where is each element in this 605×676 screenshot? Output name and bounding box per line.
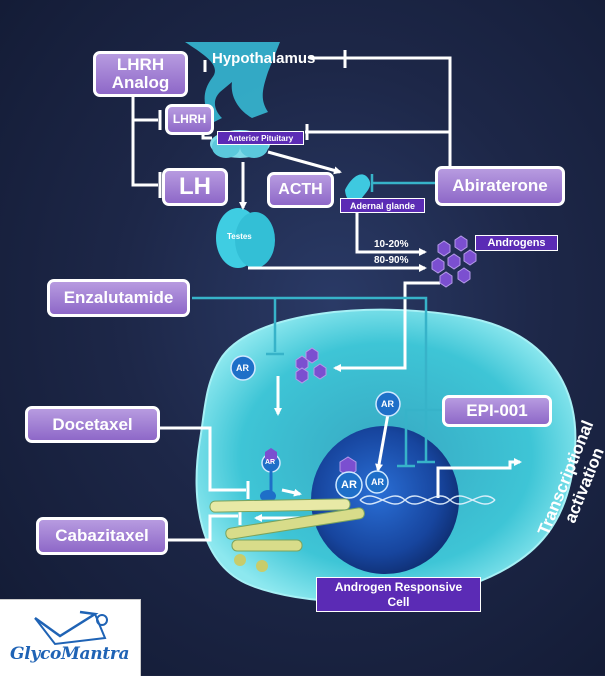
inhibition-lines [192,174,442,468]
logo-envelope-icon [34,610,108,646]
lhrh-box: LHRH [165,104,214,135]
adrenal-gland-shape [345,174,371,202]
glycomantra-logo: GlycoMantra [0,599,141,676]
androgen-molecules [295,235,477,477]
acth-box: ACTH [267,172,334,208]
lhrh-analog-box: LHRH Analog [93,51,188,97]
testes-label: Testes [227,232,252,241]
docetaxel-box: Docetaxel [25,406,160,443]
testes-percentage-label: 80-90% [374,255,409,266]
ar-label-cytoplasm: AR [236,363,249,373]
ar-label-nucleus-2: AR [371,477,384,487]
lh-box: LH [162,168,228,206]
hypothalamus-label: Hypothalamus [212,50,316,67]
dna-helix [359,495,496,505]
testis-right [235,212,275,268]
adrenal-gland-tag: Adernal glande [340,198,425,213]
androgen-responsive-cell-tag: Androgen Responsive Cell [316,577,481,612]
ar-label-microtubule: AR [265,459,276,466]
anterior-pituitary-tag: Anterior Pituitary [217,131,304,145]
adrenal-percentage-label: 10-20% [374,239,409,250]
microtubules [209,498,365,572]
cabazitaxel-box: Cabazitaxel [36,517,168,555]
enzalutamide-box: Enzalutamide [47,279,190,317]
epi-001-box: EPI-001 [442,395,552,427]
ar-label-nuclear-entry: AR [381,399,394,409]
logo-text: GlycoMantra [10,644,130,664]
hypothalamus-shape [185,42,280,122]
androgens-tag: Androgens [475,235,558,251]
abiraterone-box: Abiraterone [435,166,565,206]
ar-receptors [230,355,401,502]
ar-label-nucleus-1: AR [341,479,357,491]
